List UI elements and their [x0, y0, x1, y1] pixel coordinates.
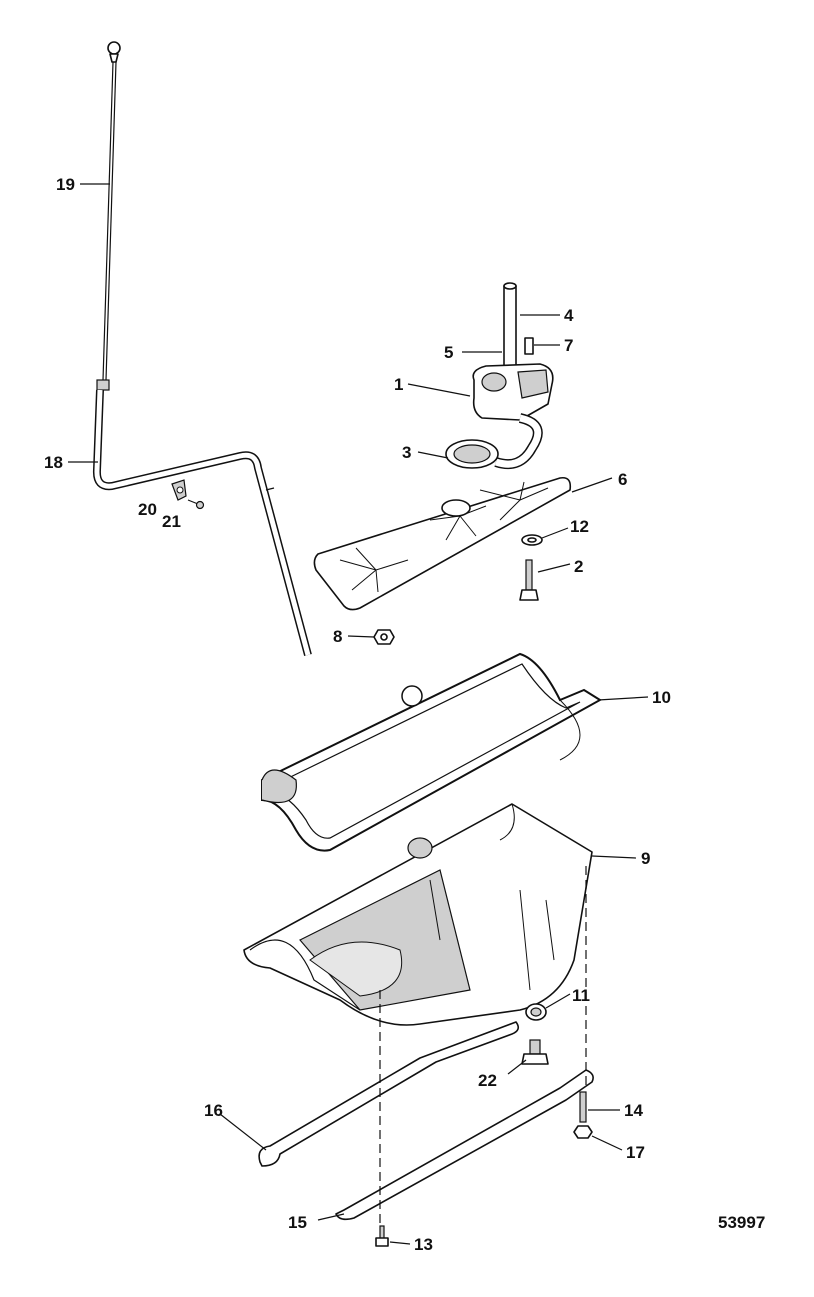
leader-lines — [68, 183, 649, 1245]
callout-6: 6 — [618, 470, 627, 489]
callout-12: 12 — [570, 517, 589, 536]
stud-nut — [573, 1125, 593, 1139]
callout-1: 1 — [394, 375, 403, 394]
callout-16: 16 — [204, 1101, 223, 1120]
oil-pan — [243, 803, 593, 1026]
windage-baffle — [313, 476, 572, 611]
callout-11: 11 — [572, 986, 590, 1005]
drain-plug — [521, 1039, 549, 1065]
callout-2: 2 — [574, 557, 583, 576]
pump-bolt — [519, 559, 539, 601]
callout-13: 13 — [414, 1235, 433, 1254]
dipstick-tube — [92, 389, 312, 657]
pan-seal-left — [258, 1021, 520, 1167]
callout-21: 21 — [162, 512, 181, 531]
callout-5: 5 — [444, 343, 453, 362]
oil-pump-assembly — [445, 282, 554, 470]
stud — [579, 1091, 587, 1123]
figure-number: 53997 — [718, 1213, 765, 1232]
washer — [521, 534, 543, 546]
drain-plug-seal — [525, 1003, 547, 1021]
baffle-nut — [373, 629, 395, 645]
callout-17: 17 — [626, 1143, 645, 1162]
callout-7: 7 — [564, 336, 573, 355]
clip-screw — [187, 499, 205, 510]
oil-pan-gasket — [261, 652, 602, 852]
callout-15: 15 — [288, 1213, 307, 1232]
tube-clip — [171, 479, 187, 501]
callout-19: 19 — [56, 175, 75, 194]
callout-4: 4 — [564, 306, 574, 325]
callout-14: 14 — [624, 1101, 643, 1120]
callout-22: 22 — [478, 1071, 497, 1090]
dipstick — [96, 41, 121, 391]
callout-8: 8 — [333, 627, 342, 646]
callout-3: 3 — [402, 443, 411, 462]
callout-9: 9 — [641, 849, 650, 868]
callout-10: 10 — [652, 688, 671, 707]
callout-18: 18 — [44, 453, 63, 472]
pan-seal-right — [335, 1069, 594, 1221]
pan-bolt — [375, 1225, 389, 1247]
callout-20: 20 — [138, 500, 157, 519]
callout-labels: 1 2 3 4 5 6 7 8 9 10 11 12 13 14 15 16 1… — [44, 175, 671, 1254]
